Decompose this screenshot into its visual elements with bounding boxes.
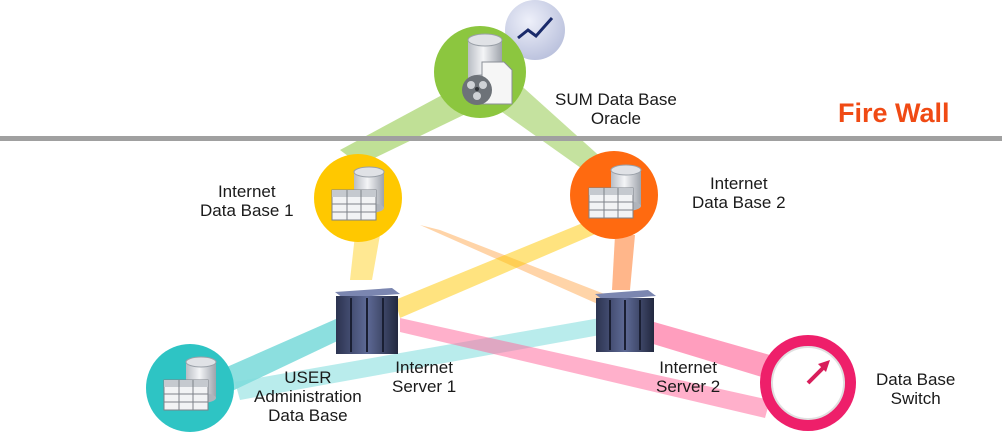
beam-server2-to-userdb [235,318,600,400]
beam-server1-to-switch [400,318,770,418]
connections [220,80,770,418]
db-switch-node[interactable] [760,335,856,431]
firewall-line [0,136,1002,141]
table-icon [588,187,634,219]
server1-label-line2: Server 1 [392,377,457,396]
internet-db1-label: Internet Data Base 1 [200,182,294,220]
user-admin-db-node[interactable] [146,344,234,432]
user-admin-db-label-line1: USER [284,368,332,387]
sum-database-label: SUM Data Base Oracle [555,90,677,128]
table-icon [163,379,209,411]
user-admin-db-label-line3: Data Base [268,406,348,425]
gauge-needle [806,364,827,385]
film-reel-icon [462,75,492,105]
internet-db1-label-line2: Data Base 1 [200,201,294,220]
beam-db1-to-server1 [350,235,380,280]
server2-label-line1: Internet [659,358,717,377]
beam-db2-to-server2 [612,235,635,290]
internet-db2-node[interactable] [570,151,658,239]
beam-server1-to-userdb [220,315,350,392]
beam-sum-to-db2 [485,80,615,178]
server2-node[interactable] [595,290,656,352]
chart-trend-icon [505,0,565,60]
table-icon [331,189,377,221]
user-admin-db-label-line2: Administration [254,387,362,406]
internet-db2-label-line2: Data Base 2 [692,193,786,212]
internet-db1-node[interactable] [314,154,402,242]
server-rack-icon [335,288,400,354]
internet-db1-label-line1: Internet [217,182,276,201]
beam-server2-to-switch [640,318,770,378]
db-switch-label: Data Base Switch [876,370,955,408]
sum-database-label-line1: SUM Data Base [555,90,677,109]
server1-label: Internet Server 1 [392,358,456,396]
server2-label: Internet Server 2 [656,358,720,396]
internet-db2-label: Internet Data Base 2 [692,174,786,212]
sum-database-label-line2: Oracle [590,109,641,128]
sum-database-node[interactable] [434,0,565,118]
server1-label-line1: Internet [395,358,453,377]
internet-db2-label-line1: Internet [709,174,768,193]
firewall-label: Fire Wall [838,98,950,128]
chart-trend-line [517,17,554,40]
server-rack-icon [595,290,656,352]
user-admin-db-label: USER Administration Data Base [254,368,362,425]
server2-label-line2: Server 2 [656,377,721,396]
beam-db2-to-server1 [395,220,600,318]
db-switch-label-line2: Switch [890,389,941,408]
gauge-needle-tip [818,360,830,372]
db-switch-label-line1: Data Base [876,370,956,389]
server1-node[interactable] [335,288,400,354]
